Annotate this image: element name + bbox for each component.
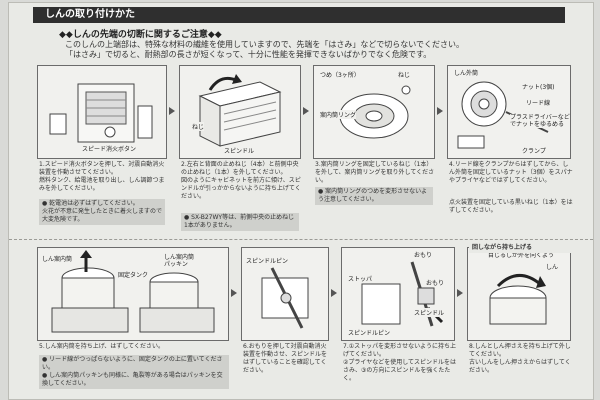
- label-lead-wire: リード線: [526, 98, 551, 107]
- arrow-right-icon: [303, 107, 309, 115]
- panel-step-6: スピンドルピン: [241, 247, 329, 341]
- step-3-text: 3.案内筒リングを固定しているねじ（1本）を外して、案内筒リングを取り外してくだ…: [315, 161, 435, 184]
- step-6-text: 6.おもりを押して対震自動消火装置を作動させ、スピンドルをはずしていることを確認…: [243, 343, 328, 374]
- label-weight: おもり: [414, 250, 433, 259]
- page-title: しんの取り付けかた: [33, 7, 565, 23]
- label-weight: おもり: [426, 278, 445, 287]
- label-stopper: ストッパ: [348, 274, 373, 283]
- step-4-text: 4.リード線をクランプからはずしてから、しん外筒を固定しているナット（3個）をス…: [449, 161, 573, 184]
- arrow-right-icon: [231, 289, 237, 297]
- label-screw: ねじ: [398, 70, 411, 79]
- label-guide-ring: 案内筒リング: [320, 110, 357, 119]
- stopper-illustration: [361, 261, 444, 327]
- label-screwdriver-note: プラスドライバーなど でナットをゆるめる: [510, 114, 570, 128]
- label-twist-lift: 回しながら持ち上げる: [469, 243, 571, 253]
- label-spindle-pin: スピンドルピン: [246, 256, 289, 265]
- arrow-right-icon: [437, 107, 443, 115]
- panel-step-7: おもり ストッパ スピンドルピン スピンドル おもり: [341, 247, 455, 341]
- label-spindle-pin: スピンドルピン: [348, 328, 391, 337]
- cabinet-lift-illustration: [198, 74, 282, 147]
- notice-line-1: このしんの上端部は、特殊な材料の繊維を使用していますので、先端を「はさみ」などで…: [65, 40, 465, 49]
- label-speed-button: スピード消火ボタン: [82, 144, 137, 153]
- label-wick-outer: しん外筒: [454, 68, 479, 77]
- note-model: ● SX-B27WY等は、前側中央の止めねじ1本がありません。: [181, 213, 299, 231]
- arrow-right-icon: [457, 289, 463, 297]
- panel-step-4: しん外筒 ナット(3個) リード線 クランプ プラスドライバーなど でナットをゆ…: [447, 65, 571, 159]
- panel-step-5: しん案内筒 しん案内筒 パッキン 固定タンク: [37, 247, 229, 341]
- note-batteries: ● 乾電池は必ずはずしてください。 火花が不意に発生したときに着火しますので大変…: [39, 199, 165, 225]
- wick-guide-illustration: [51, 250, 215, 333]
- heater-front-illustration: [49, 83, 153, 143]
- label-fixed-tank: 固定タンク: [118, 270, 149, 279]
- step-2-text: 2.左右と背面の止めねじ（4本）と前側中央の止めねじ（1本）を外してください。 …: [181, 161, 301, 200]
- notice-line-2: 「はさみ」で切ると、耐熱部の長さが短くなって、十分に性能を発揮できないばかりでな…: [65, 50, 432, 59]
- step-8-text: 8.しんとしん押さえを持ち上げて外してください。 古いしんをしん押さえからはずし…: [469, 343, 571, 374]
- spindle-pin-illustration: [261, 267, 309, 329]
- note-claws: ● 案内筒リングのつめを変形させないよう注意してください。: [315, 187, 433, 205]
- label-wick: しん: [546, 262, 559, 271]
- step-1-text: 1.スピード消火ボタンを押して、対震自動消火装置を作動させてください。 燃料タン…: [39, 161, 165, 192]
- step-5-text: 5.しん案内筒を持ち上げ、はずしてください。: [39, 343, 164, 350]
- arrow-right-icon: [331, 289, 337, 297]
- instruction-sheet: しんの取り付けかた ◆◆しんの先端の切断に関するご注意◆◆ このしんの上端部は、…: [8, 2, 594, 400]
- panel-step-1: スピード消火ボタン: [37, 65, 167, 159]
- fold-line: [9, 239, 593, 241]
- wick-outer-illustration: [457, 81, 549, 149]
- note-ignition-screw: 点火装置を固定している黒いねじ（1本）をはずしてください。: [449, 199, 573, 214]
- label-screw: ねじ: [192, 122, 205, 131]
- label-spindle: スピンドル: [224, 146, 255, 155]
- step-7-text: 7.①ストッパを変形させないように持ち上げてください。 ②プライヤなどを使用して…: [343, 343, 457, 382]
- guide-ring-illustration: [339, 85, 411, 139]
- wick-remove-illustration: [489, 274, 547, 325]
- label-wick-guide: しん案内筒: [42, 254, 73, 263]
- label-nut: ナット(3個): [522, 82, 555, 91]
- label-mark-outward: 目じるしが外を向くよう: [488, 250, 555, 259]
- panel-step-8: 目じるしが外を向くよう しん: [467, 247, 571, 341]
- label-clamp: クランプ: [522, 146, 546, 155]
- label-spindle: スピンドル: [414, 308, 445, 317]
- arrow-right-icon: [169, 107, 175, 115]
- note-lead-wire: ● リード線がつっぱらないように、固定タンクの上に置いてください。 ● しん案内…: [39, 355, 229, 389]
- notice-heading: ◆◆しんの先端の切断に関するご注意◆◆: [59, 30, 222, 40]
- label-claws: つめ（3ヶ所）: [320, 70, 360, 79]
- panel-step-3: つめ（3ヶ所） ねじ 案内筒リング: [313, 65, 435, 159]
- panel-step-2: ねじ スピンドル: [179, 65, 301, 159]
- label-guide-packing: しん案内筒 パッキン: [164, 254, 195, 268]
